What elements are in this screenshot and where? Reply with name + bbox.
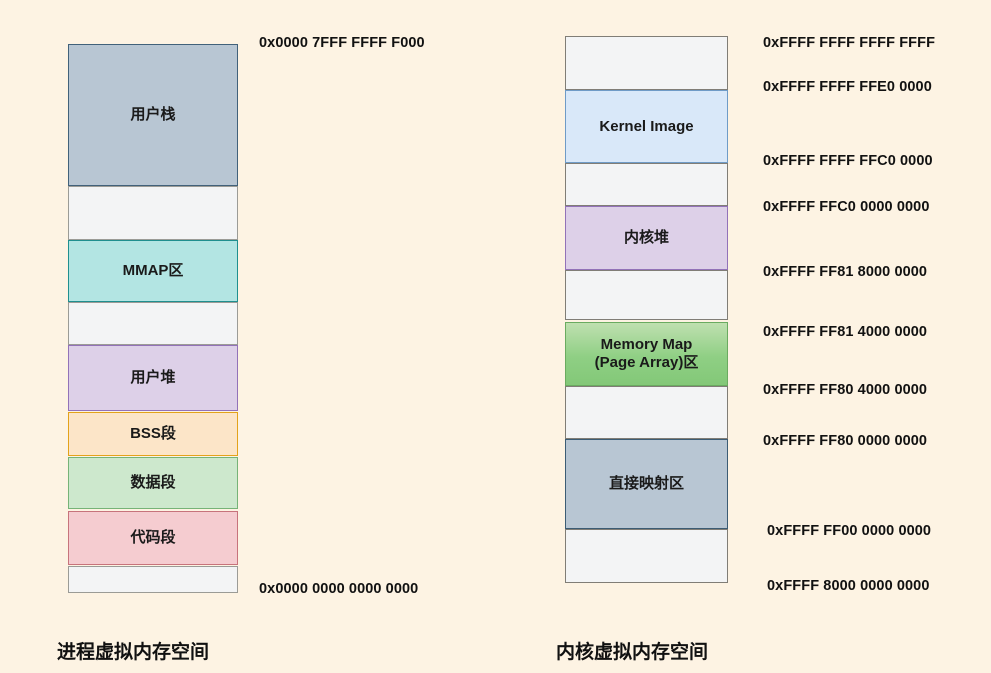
kernel-segment-kernel-image: Kernel Image (565, 90, 728, 163)
caption-kernel-virtual-memory: 内核虚拟内存空间 (556, 642, 709, 663)
segment-mmap: MMAP区 (68, 240, 238, 302)
kernel-segment-gap-3 (565, 270, 728, 320)
address-label-kernel-9: 0xFFFF FF00 0000 0000 (767, 523, 932, 539)
address-label-kernel-2: 0xFFFF FFFF FFE0 0000 (763, 79, 932, 95)
address-label-process-bottom: 0x0000 0000 0000 0000 (259, 581, 419, 597)
address-label-kernel-7: 0xFFFF FF80 4000 0000 (763, 382, 928, 398)
address-label-kernel-8: 0xFFFF FF80 0000 0000 (763, 433, 928, 449)
segment-label: MMAP区 (122, 262, 184, 280)
segment-data: 数据段 (68, 457, 238, 509)
kernel-segment-gap-4 (565, 386, 728, 439)
segment-user-stack: 用户栈 (68, 44, 238, 186)
segment-label: BSS段 (130, 425, 176, 443)
kernel-segment-gap-2 (565, 163, 728, 206)
address-label-process-top: 0x0000 7FFF FFFF F000 (259, 35, 425, 51)
kernel-segment-memory-map: Memory Map (Page Array)区 (565, 322, 728, 386)
segment-label: 代码段 (130, 529, 176, 547)
segment-bss: BSS段 (68, 412, 238, 456)
kernel-segment-gap-5 (565, 529, 728, 583)
segment-label: 直接映射区 (608, 475, 684, 493)
segment-user-heap: 用户堆 (68, 345, 238, 411)
segment-label: Kernel Image (599, 117, 694, 135)
address-label-kernel-10: 0xFFFF 8000 0000 0000 (767, 578, 930, 594)
caption-process-virtual-memory: 进程虚拟内存空间 (57, 642, 210, 663)
segment-label: 用户栈 (130, 106, 176, 124)
address-label-kernel-5: 0xFFFF FF81 8000 0000 (763, 264, 928, 280)
segment-label: 数据段 (130, 474, 176, 492)
segment-label: 用户堆 (130, 369, 176, 387)
address-label-kernel-6: 0xFFFF FF81 4000 0000 (763, 324, 928, 340)
kernel-segment-direct-mapping: 直接映射区 (565, 439, 728, 529)
segment-text: 代码段 (68, 511, 238, 565)
address-label-kernel-3: 0xFFFF FFFF FFC0 0000 (763, 153, 933, 169)
address-label-kernel-4: 0xFFFF FFC0 0000 0000 (763, 199, 930, 215)
address-label-kernel-1: 0xFFFF FFFF FFFF FFFF (763, 35, 936, 51)
segment-label: Memory Map (Page Array)区 (594, 336, 699, 371)
segment-gap-2 (68, 302, 238, 345)
segment-label: 内核堆 (623, 229, 669, 247)
segment-gap-3 (68, 566, 238, 593)
kernel-segment-gap-1 (565, 36, 728, 90)
segment-gap-1 (68, 186, 238, 240)
kernel-segment-kernel-heap: 内核堆 (565, 206, 728, 270)
